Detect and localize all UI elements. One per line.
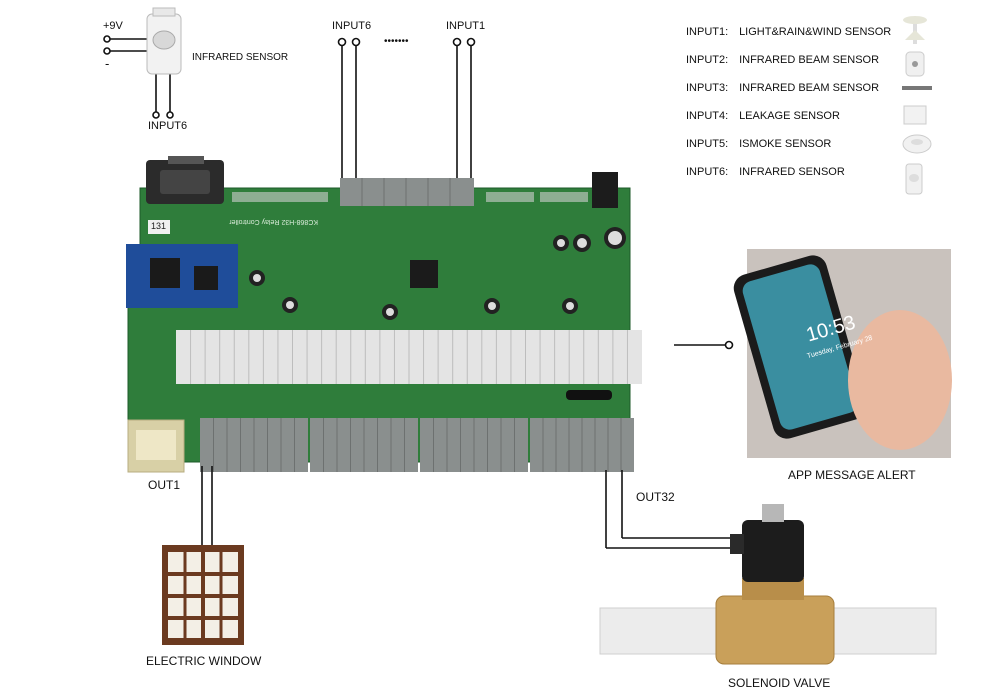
sensor-row-2: INPUT2: INFRARED BEAM SENSOR bbox=[686, 54, 880, 66]
infrared-sensor-label: INFRARED SENSOR bbox=[192, 52, 289, 63]
input6-top-label: INPUT6 bbox=[332, 20, 372, 32]
app-alert-label: APP MESSAGE ALERT bbox=[788, 468, 916, 482]
phone-photo bbox=[733, 249, 952, 458]
solenoid-valve bbox=[599, 504, 937, 665]
out1-label: OUT1 bbox=[148, 478, 181, 492]
input-ellipsis: ••••••• bbox=[384, 36, 409, 47]
out32-label: OUT32 bbox=[636, 490, 675, 504]
input-wiring bbox=[337, 37, 476, 182]
valve-wiring bbox=[605, 470, 740, 549]
board-silk-model: KC868-H32 Relay Controller bbox=[229, 218, 318, 225]
solenoid-valve-label: SOLENOID VALVE bbox=[728, 676, 831, 690]
power-plus-label: +9V bbox=[103, 20, 123, 32]
board-tag: 131 bbox=[151, 221, 167, 231]
pir-sensor-device bbox=[146, 7, 182, 75]
weather-station-icon bbox=[903, 16, 927, 44]
smoke-detector-icon bbox=[902, 134, 932, 154]
electric-window bbox=[162, 545, 244, 645]
sensor-row-4: INPUT4: LEAKAGE SENSOR bbox=[686, 110, 840, 122]
sensor-icons bbox=[902, 16, 932, 195]
relay-board bbox=[126, 156, 642, 473]
phone-connector bbox=[674, 340, 734, 350]
window-wiring bbox=[201, 466, 213, 545]
sensor-row-1: INPUT1: LIGHT&RAIN&WIND SENSOR bbox=[686, 26, 892, 38]
input6-left-label: INPUT6 bbox=[148, 120, 188, 132]
electric-window-label: ELECTRIC WINDOW bbox=[146, 654, 262, 668]
sensor-row-5: INPUT5: ISMOKE SENSOR bbox=[686, 138, 832, 150]
input1-top-label: INPUT1 bbox=[446, 20, 486, 32]
pir-sensor-icon bbox=[905, 163, 923, 195]
sensor-row-3: INPUT3: INFRARED BEAM SENSOR bbox=[686, 82, 880, 94]
power-minus-label: - bbox=[105, 56, 110, 71]
pir-sensor-wiring bbox=[103, 35, 174, 119]
sensor-row-6: INPUT6: INFRARED SENSOR bbox=[686, 166, 845, 178]
beam-bar-icon bbox=[902, 86, 932, 90]
beam-sensor-icon bbox=[905, 51, 925, 77]
leak-sensor-icon bbox=[903, 105, 927, 125]
